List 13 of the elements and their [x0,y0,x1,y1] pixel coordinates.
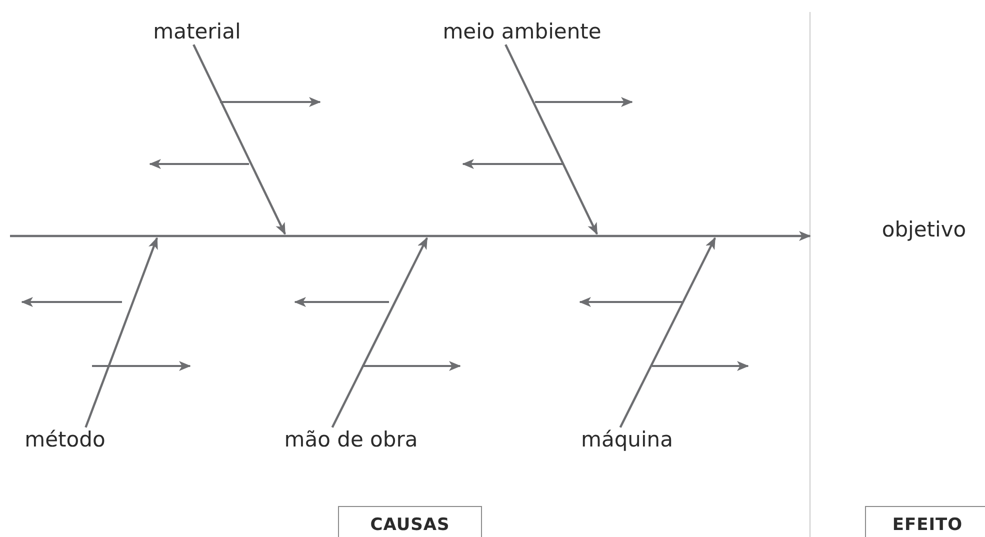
cause-arrow [504,44,598,235]
category-label: máquina [581,427,673,453]
label-box: EFEITO [865,506,985,537]
category-label: material [153,19,241,45]
cause-arrow [84,237,158,428]
category-label: objetivo [882,217,966,243]
label-box: CAUSAS [338,506,482,537]
cause-arrow [331,237,428,428]
category-label: meio ambiente [442,19,602,45]
cause-arrow [192,44,286,235]
category-label: mão de obra [284,427,418,453]
category-label: método [24,427,106,453]
cause-arrow [619,237,716,428]
